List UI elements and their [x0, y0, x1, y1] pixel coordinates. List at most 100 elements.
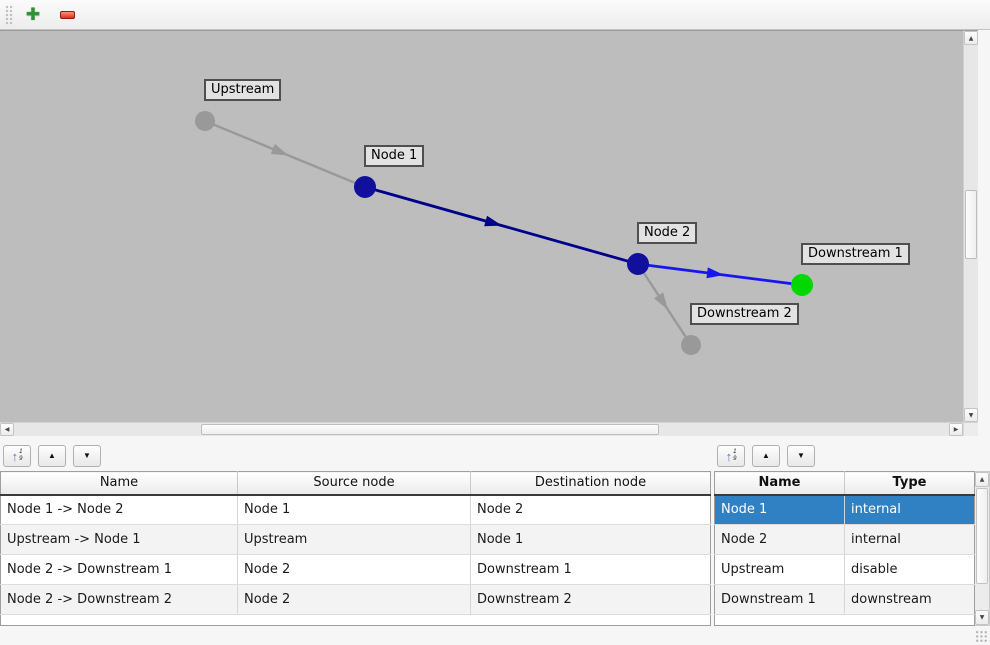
graph-node-node-1[interactable] — [354, 176, 376, 198]
table-cell: internal — [844, 524, 975, 555]
plus-icon: ✚ — [25, 5, 41, 24]
column-header-name[interactable]: Name — [0, 471, 238, 496]
canvas-hscroll-row: ◀ ▶ — [0, 422, 978, 436]
left-arrow-icon: ◀ — [4, 426, 10, 433]
minus-icon — [59, 10, 75, 19]
table-cell: Node 1 -> Node 2 — [0, 494, 238, 525]
table-cell: disable — [844, 554, 975, 585]
canvas-vertical-scrollbar[interactable]: ▲ ▼ — [963, 30, 978, 422]
graph-node-downstream-2[interactable] — [681, 335, 701, 355]
remove-button[interactable] — [54, 2, 80, 28]
down-triangle-icon: ▼ — [83, 451, 91, 460]
down-triangle-icon: ▼ — [797, 451, 805, 460]
vertical-scroll-track[interactable] — [964, 45, 978, 408]
table-cell: Downstream 1 — [470, 554, 711, 585]
table-cell: Upstream — [237, 524, 471, 555]
table-cell: internal — [844, 494, 975, 525]
node-move-down-button[interactable]: ▼ — [787, 445, 815, 467]
scroll-down-button[interactable]: ▼ — [975, 610, 989, 625]
up-arrow-icon: ▲ — [968, 34, 974, 42]
table-cell: Downstream 2 — [470, 584, 711, 615]
table-scroll-thumb[interactable] — [976, 488, 988, 584]
edge-arrow-icon — [653, 292, 668, 310]
toolbar-drag-handle[interactable] — [4, 3, 14, 26]
empty-row — [0, 614, 711, 626]
scroll-left-button[interactable]: ◀ — [0, 423, 14, 436]
scroll-up-button[interactable]: ▲ — [964, 31, 978, 45]
table-cell: Node 2 — [470, 494, 711, 525]
table-cell: Upstream -> Node 1 — [0, 524, 238, 555]
table-cell: Node 1 — [714, 494, 845, 525]
add-button[interactable]: ✚ — [20, 2, 46, 28]
down-arrow-icon: ▼ — [979, 614, 985, 621]
graph-node-node-2[interactable] — [627, 253, 649, 275]
column-header-type[interactable]: Type — [844, 471, 975, 496]
table-cell: Node 2 — [237, 584, 471, 615]
table-cell: Node 2 — [237, 554, 471, 585]
resize-grip-icon[interactable] — [975, 630, 988, 643]
down-arrow-icon: ▼ — [968, 411, 974, 419]
table-cell: Upstream — [714, 554, 845, 585]
edge-move-up-button[interactable]: ▲ — [38, 445, 66, 467]
table-cell: Node 1 — [237, 494, 471, 525]
column-header-destination-node[interactable]: Destination node — [470, 471, 711, 496]
right-arrow-icon: ▶ — [953, 426, 959, 433]
table-cell: Node 1 — [470, 524, 711, 555]
graph-node-downstream-1[interactable] — [791, 274, 813, 296]
horizontal-scroll-thumb[interactable] — [201, 424, 660, 435]
scroll-up-button[interactable]: ▲ — [975, 472, 989, 487]
table-cell: Node 2 -> Downstream 2 — [0, 584, 238, 615]
up-triangle-icon: ▲ — [762, 451, 770, 460]
scroll-down-button[interactable]: ▼ — [964, 408, 978, 422]
table-cell: Downstream 1 — [714, 584, 845, 615]
column-header-source-node[interactable]: Source node — [237, 471, 471, 496]
horizontal-scroll-track[interactable] — [14, 423, 949, 436]
status-bar — [0, 628, 990, 645]
canvas-horizontal-scrollbar[interactable]: ◀ ▶ — [0, 422, 963, 436]
node-label-node-2[interactable]: Node 2 — [637, 222, 698, 244]
scrollbar-corner — [963, 422, 978, 436]
up-triangle-icon: ▲ — [48, 451, 56, 460]
node-label-upstream[interactable]: Upstream — [204, 79, 282, 101]
graph-node-upstream[interactable] — [195, 111, 215, 131]
empty-row — [714, 614, 975, 626]
scroll-right-button[interactable]: ▶ — [949, 423, 963, 436]
node-move-up-button[interactable]: ▲ — [752, 445, 780, 467]
node-label-downstream-2[interactable]: Downstream 2 — [690, 303, 799, 325]
table-scroll-track[interactable] — [975, 487, 989, 610]
column-header-name[interactable]: Name — [714, 471, 845, 496]
node-table-scrollbar[interactable]: ▲ ▼ — [975, 471, 990, 626]
vertical-scroll-thumb[interactable] — [965, 190, 977, 260]
node-label-node-1[interactable]: Node 1 — [364, 145, 425, 167]
edge-arrow-icon — [706, 267, 725, 279]
edge-arrow-icon — [270, 143, 289, 156]
node-label-downstream-1[interactable]: Downstream 1 — [801, 243, 910, 265]
edge-move-down-button[interactable]: ▼ — [73, 445, 101, 467]
main-toolbar: ✚ — [0, 0, 990, 30]
up-arrow-icon: ▲ — [979, 476, 985, 483]
